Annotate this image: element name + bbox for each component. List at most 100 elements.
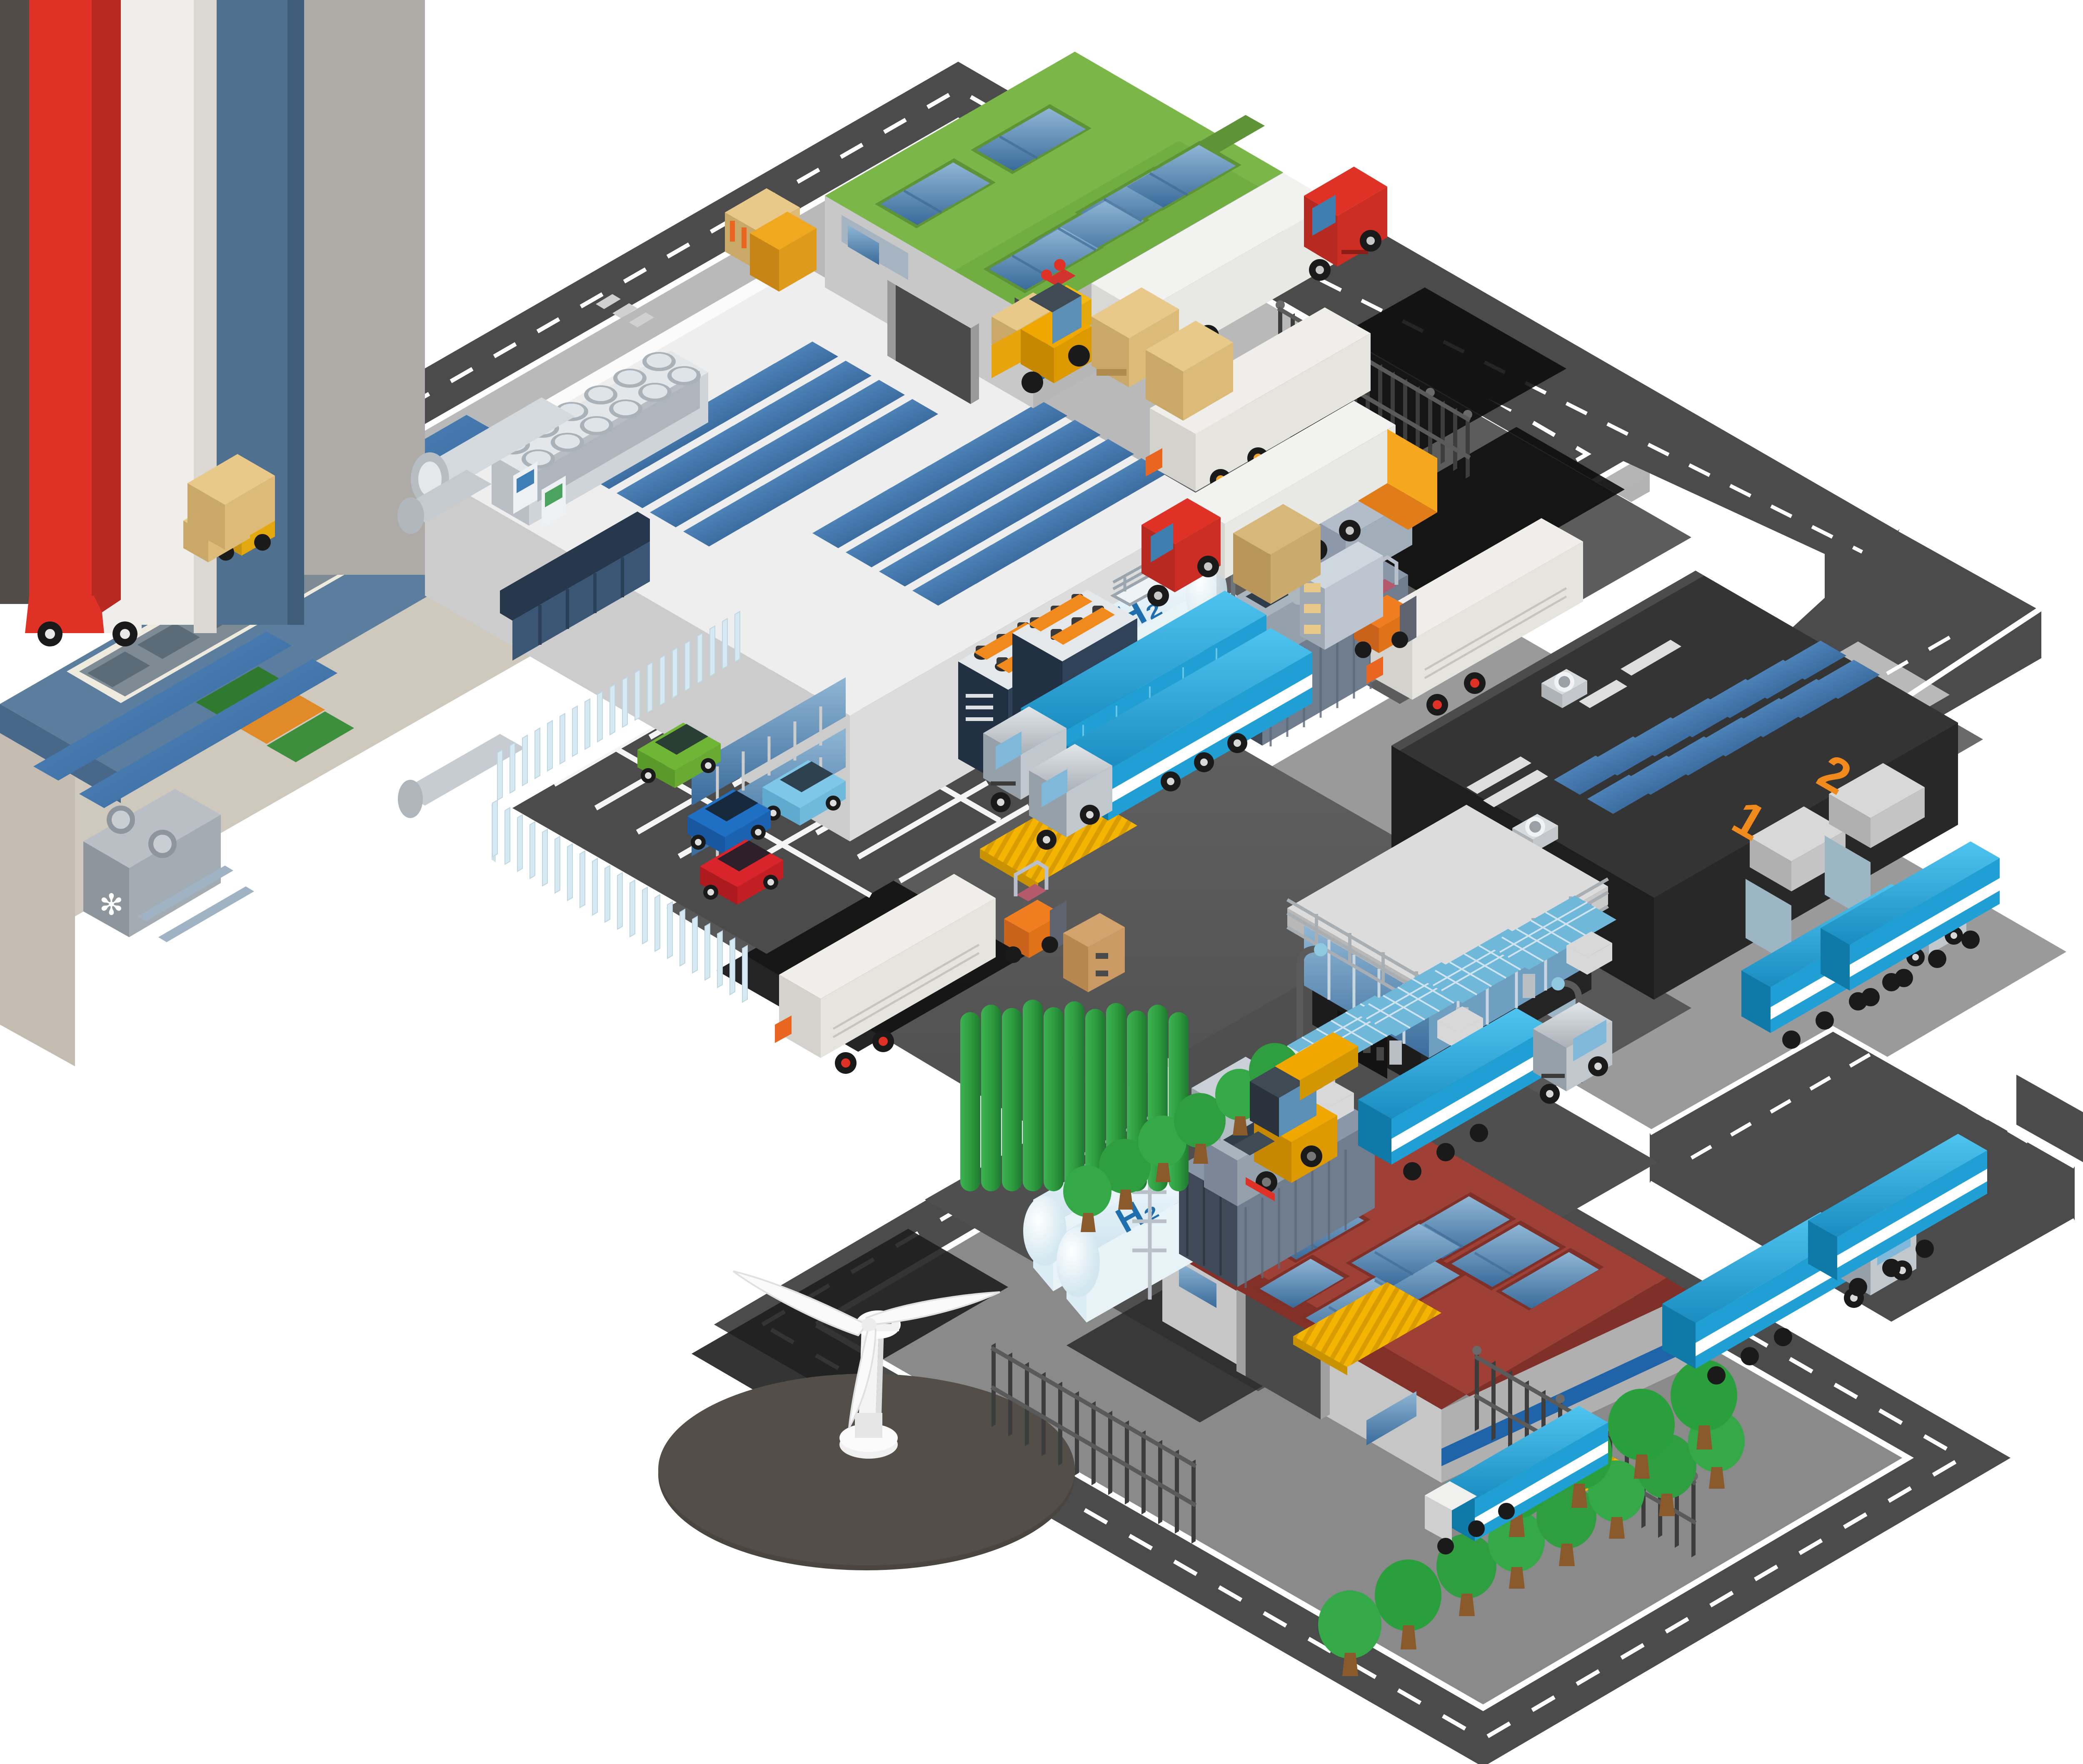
chiller-fans — [497, 352, 701, 469]
h2-south-tank-b-label: H₂ — [1109, 1186, 1164, 1240]
car-red[interactable] — [700, 839, 783, 905]
cargo-orange — [1387, 429, 1437, 512]
spur-road-northeast — [1282, 214, 1901, 619]
dc-rooftop-solar — [1554, 641, 1880, 814]
workshop-shutter — [1246, 1295, 1321, 1420]
truck-blue-01[interactable] — [983, 591, 1266, 812]
yard-apron-south — [925, 971, 1658, 1391]
truck-red-edge[interactable] — [25, 596, 142, 646]
mobile-crane-yellow[interactable] — [1233, 1032, 1358, 1201]
truck-red-01-north[interactable] — [1091, 167, 1387, 375]
gatehouse-glass-right — [1429, 904, 1591, 1058]
gatehouse-balcony-railing — [1286, 877, 1609, 1012]
retail-interior — [137, 866, 254, 942]
building-green-roof-warehouse[interactable] — [825, 52, 1283, 408]
building-main-production-hall[interactable] — [397, 258, 1216, 856]
retail-rooftop-solar — [33, 415, 492, 808]
truck-blue-06-south[interactable] — [1808, 1134, 1987, 1296]
lamp-head-icon — [1551, 977, 1565, 991]
chp-container-north[interactable] — [1204, 478, 1412, 746]
h2-south-tank-a: H₂ — [1023, 1131, 1174, 1291]
battery-busbar-a — [974, 622, 1038, 660]
forklift-orange-01[interactable] — [1004, 860, 1125, 992]
workshop-skylights — [1250, 1192, 1604, 1345]
h2-tank-a: H₂ — [1042, 558, 1227, 733]
forklift-yellow-02[interactable] — [183, 497, 275, 562]
ground-mounted-solar-array[interactable] — [1287, 896, 1616, 1125]
green-roof-skylights — [875, 104, 1265, 293]
truck-blue-05-cab — [1837, 1206, 1916, 1295]
tree-cluster-west — [960, 1000, 1301, 1232]
workshop-red-roof — [1187, 1116, 1666, 1395]
h2-south-platform — [1080, 1108, 1180, 1176]
main-hall-canopy-window — [500, 511, 650, 661]
gatehouse-street-lamp-right — [1561, 980, 1582, 1083]
gatehouse-roof — [1287, 805, 1608, 990]
h2-tank-a-label: H₂ — [1108, 581, 1168, 640]
dock-number-2: 2 — [1809, 744, 1860, 805]
truck-blue-05-south[interactable] — [1662, 1206, 1916, 1385]
truck-blue-02[interactable] — [1029, 628, 1312, 850]
forklift-carton — [1063, 913, 1125, 947]
pallet-rack-blue — [1300, 541, 1383, 650]
building-dark-distribution-centre[interactable]: 1 2 — [1391, 571, 1958, 1033]
truck-blue-07-southroad[interactable] — [1425, 1406, 1608, 1554]
pallet-stack-hall — [725, 188, 800, 271]
pallet-load-a — [992, 292, 1058, 331]
wheel-loader-yellow[interactable] — [992, 269, 1091, 393]
car-green[interactable] — [637, 723, 721, 788]
dc-street-lamp — [1497, 943, 1517, 1029]
forklift-orange-02[interactable] — [1300, 541, 1416, 658]
gatehouse-shutter — [1337, 1010, 1387, 1079]
retail-air-duct — [398, 734, 525, 818]
truck-blue-02-cab — [1029, 744, 1112, 837]
refrigeration-unit[interactable]: ✻ — [83, 789, 221, 937]
h2-station-north[interactable]: H₂ H₂ — [1042, 478, 1412, 766]
shadow-block-a — [717, 875, 1025, 1052]
green-warehouse-windows — [848, 225, 1027, 372]
staff-car-park[interactable] — [512, 587, 1150, 954]
hatched-zone-north — [980, 791, 1137, 883]
battery-storage-bank[interactable] — [958, 590, 1137, 787]
truck-red-02-east[interactable] — [1141, 401, 1437, 606]
hatched-zone-south — [1516, 1442, 1629, 1507]
parking-palisade-fence — [492, 804, 496, 862]
truck-red-01-cab — [1304, 167, 1387, 267]
edge-colour-bands — [0, 0, 425, 633]
rooftop-ducts — [596, 294, 654, 327]
building-gatehouse-office[interactable] — [1279, 805, 1609, 1087]
pallet-stack-east — [1233, 504, 1321, 604]
gatehouse-glass-left — [1304, 926, 1429, 1058]
wind-turbine[interactable] — [658, 1270, 1075, 1570]
dc-roof — [1391, 571, 1958, 898]
main-hall-rooftop-solar — [583, 342, 1167, 606]
truck-blue-03-dock1[interactable] — [1741, 878, 1966, 1049]
truck-blue-08-gatehouse[interactable] — [1358, 1002, 1612, 1180]
rooftop-chiller-bank[interactable] — [492, 351, 708, 528]
truck-white-02-east[interactable] — [1366, 518, 1583, 716]
chp-container-south[interactable] — [1162, 1057, 1375, 1288]
trailer-detached-west[interactable] — [775, 874, 996, 1074]
forklift-yellow-01[interactable] — [992, 259, 1091, 358]
shadow-block-f — [692, 1229, 1008, 1412]
h2-access-platform — [1110, 530, 1225, 606]
dc-dock-shutters — [1533, 836, 1871, 1033]
hatched-safety-zones — [980, 791, 1629, 1507]
building-retail-store-cutaway[interactable]: ✻ — [0, 0, 583, 1066]
tree-row-southeast — [1318, 1360, 1745, 1676]
building-red-roof-workshop[interactable] — [1162, 1116, 1691, 1483]
gatehouse-street-lamp-left — [1296, 946, 1318, 1066]
h2-tank-b: H₂ — [1080, 591, 1254, 766]
truck-blue-01-cab — [983, 706, 1066, 800]
truck-blue-04-dock2[interactable] — [1821, 841, 2000, 1006]
dc-dock-canopies — [1750, 763, 1925, 891]
h2-station-south[interactable]: H₂ H₂ — [1023, 1057, 1375, 1322]
car-blue[interactable] — [687, 789, 771, 855]
central-yard — [667, 662, 1483, 1137]
car-lightblue[interactable] — [762, 760, 846, 826]
truck-white-01-east[interactable] — [1146, 307, 1371, 492]
workshop-blue-band — [1441, 1332, 1691, 1466]
